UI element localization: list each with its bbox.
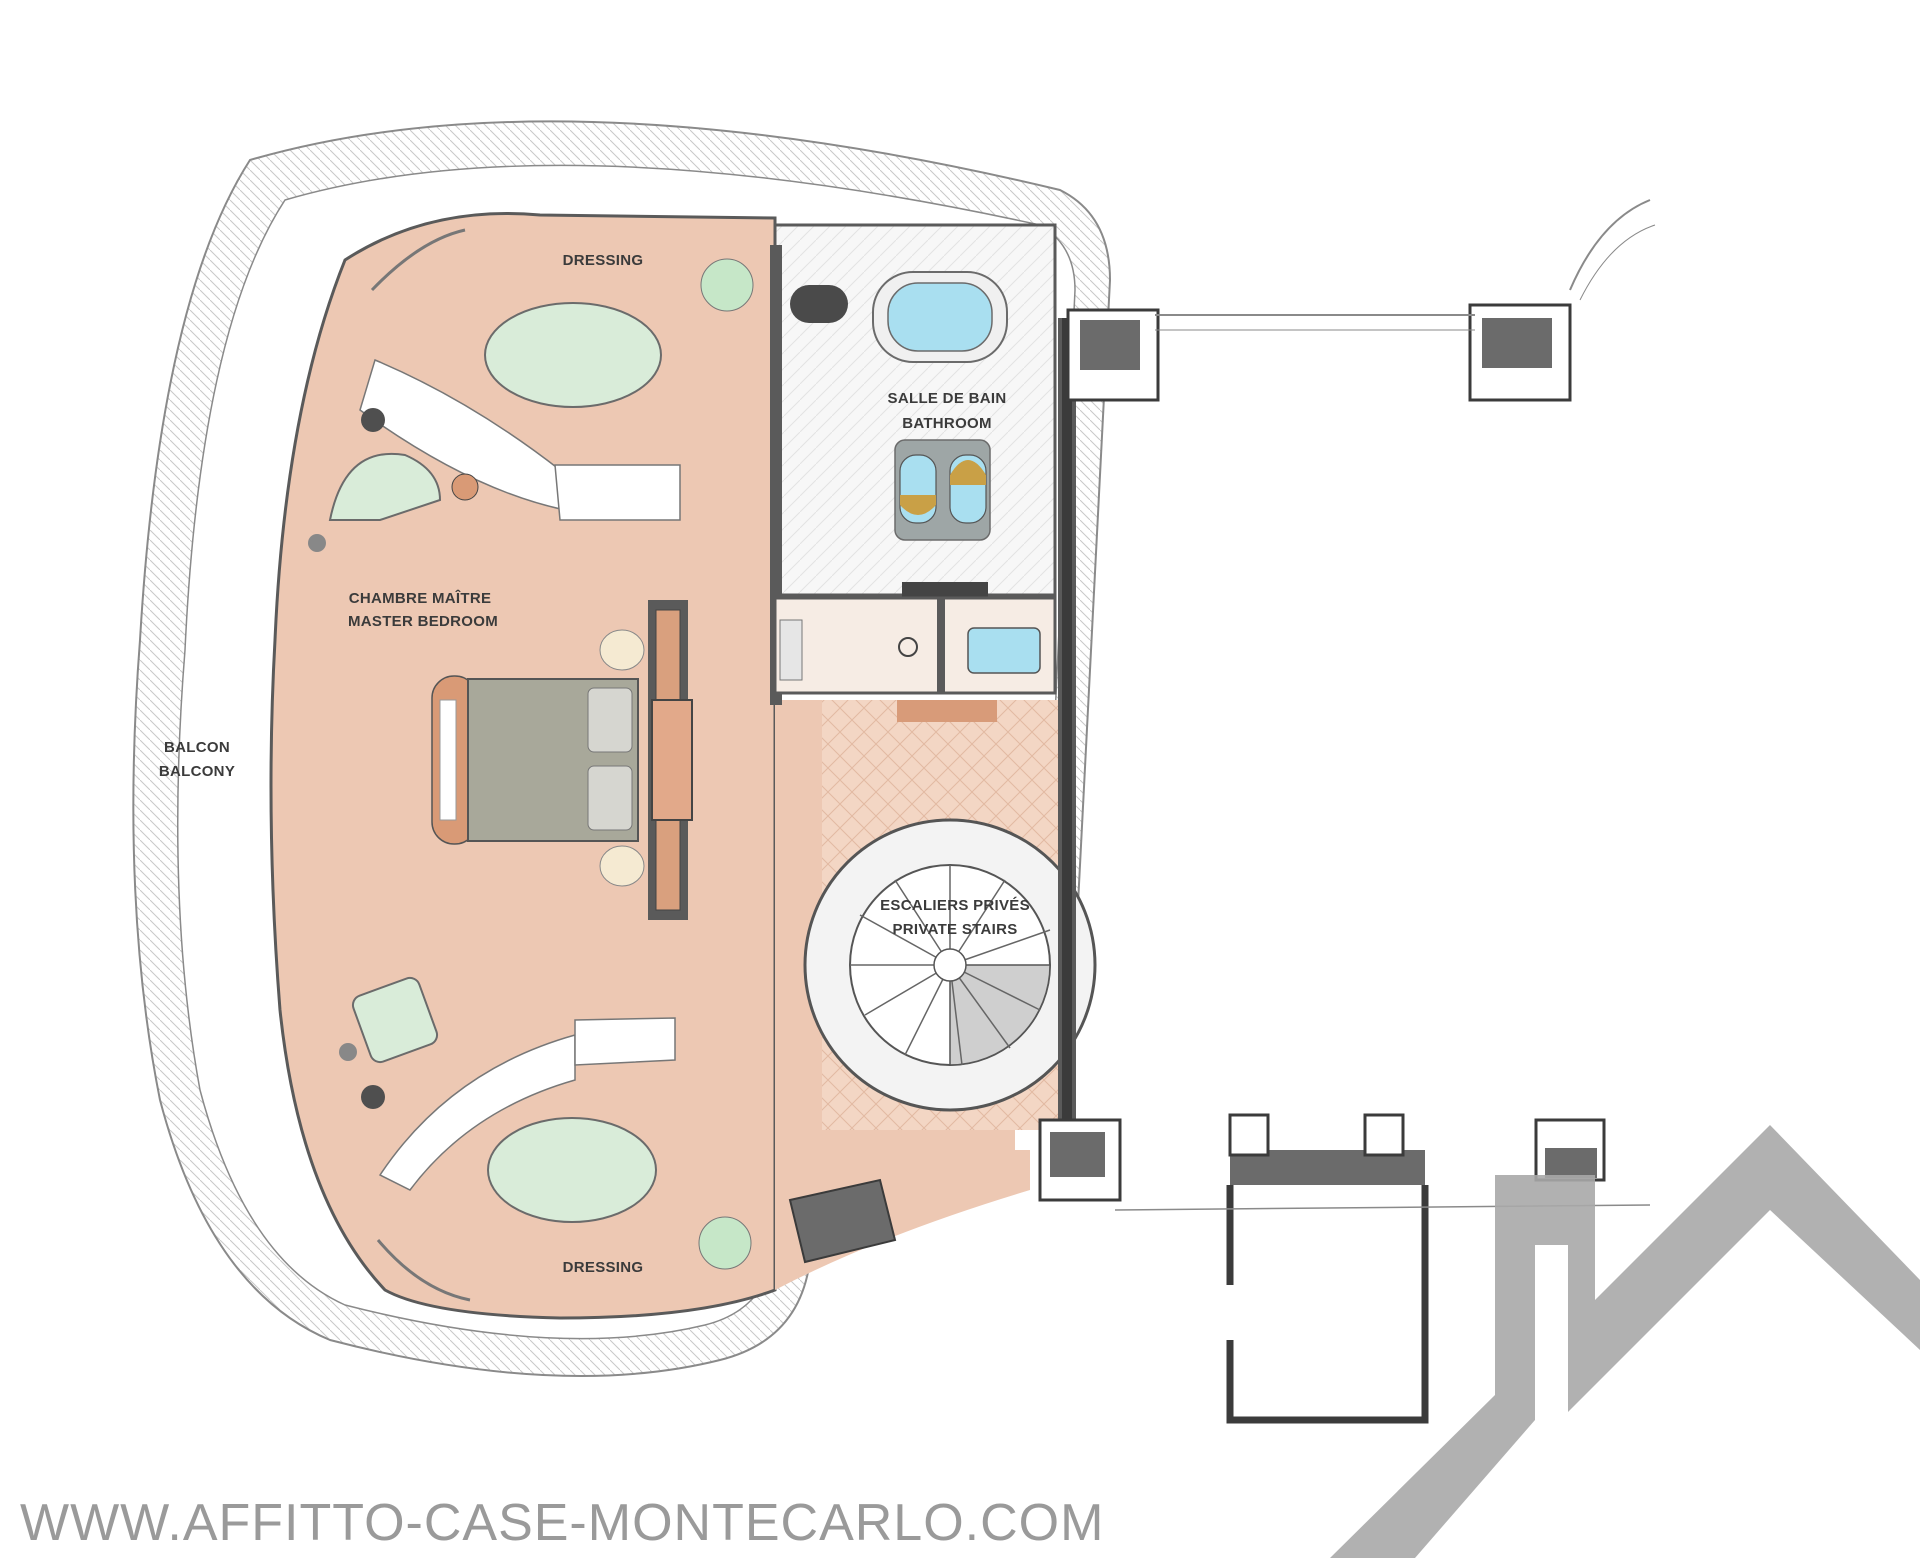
bed bbox=[431, 629, 645, 887]
bathroom bbox=[770, 223, 1057, 705]
label-bathroom-en: BATHROOM bbox=[902, 415, 992, 432]
watermark-text: WWW.AFFITTO-CASE-MONTECARLO.COM bbox=[20, 1494, 1104, 1552]
label-dressing-top: DRESSING bbox=[563, 252, 644, 269]
plant-top bbox=[700, 258, 754, 312]
adjoining-structure bbox=[1114, 199, 1656, 1424]
dressing-top bbox=[359, 228, 754, 521]
label-dressing-bottom: DRESSING bbox=[563, 1259, 644, 1276]
bath-stool bbox=[790, 285, 848, 323]
bathtub-basin bbox=[887, 282, 993, 352]
armchair-top bbox=[328, 452, 442, 521]
label-stairs-fr: ESCALIERS PRIVÉS bbox=[880, 897, 1030, 914]
plant-bottom bbox=[698, 1216, 752, 1270]
rug-top bbox=[484, 302, 662, 408]
private-stairs bbox=[803, 818, 1097, 1112]
label-bedroom-fr: CHAMBRE MAÎTRE bbox=[349, 589, 492, 607]
label-bedroom-en: MASTER BEDROOM bbox=[348, 613, 498, 630]
powder-room bbox=[773, 596, 1057, 695]
label-bathroom-fr: SALLE DE BAIN bbox=[888, 390, 1007, 407]
label-balcony-fr: BALCON bbox=[164, 739, 230, 756]
armchair-bottom bbox=[351, 976, 439, 1064]
label-stairs-en: PRIVATE STAIRS bbox=[892, 921, 1017, 938]
label-balcony-en: BALCONY bbox=[159, 763, 235, 780]
dressing-bottom bbox=[376, 1017, 752, 1302]
columns bbox=[788, 303, 1572, 1264]
rug-bottom bbox=[487, 1117, 657, 1223]
house-outline-logo bbox=[1330, 1125, 1920, 1558]
